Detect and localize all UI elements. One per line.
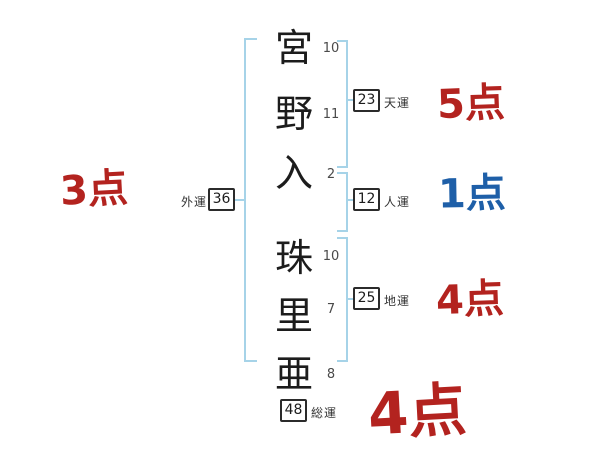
- score-person-luck: 1点: [437, 170, 507, 218]
- stroke-count: 2: [326, 167, 336, 182]
- score-total-luck: 4点: [366, 375, 469, 449]
- person-bracket-line: [346, 172, 348, 232]
- earth-bracket-connector: [346, 298, 353, 300]
- person-luck-value-box: 12: [353, 188, 380, 211]
- outer-luck-label: 外運: [181, 195, 208, 209]
- earth-bracket-tick-top: [337, 237, 348, 239]
- total-luck-value-box: 48: [280, 399, 307, 422]
- earth-bracket-tick-bottom: [337, 360, 348, 362]
- person-luck-label: 人運: [384, 195, 411, 209]
- person-bracket-tick-bottom: [337, 230, 348, 232]
- stroke-count: 8: [326, 367, 336, 382]
- stroke-count: 10: [322, 249, 340, 264]
- name-char: 亜: [274, 352, 313, 396]
- score-earth-luck: 4点: [435, 275, 505, 325]
- heaven-bracket-tick-top: [337, 40, 348, 42]
- name-char: 宮: [274, 26, 313, 70]
- stroke-count: 7: [326, 302, 336, 317]
- name-char: 入: [274, 151, 313, 195]
- name-char: 里: [274, 294, 313, 338]
- outer-bracket-connector: [235, 199, 244, 201]
- outer-bracket-tick-top: [244, 38, 257, 40]
- heaven-bracket-tick-bottom: [337, 166, 348, 168]
- earth-luck-label: 地運: [384, 294, 411, 308]
- earth-luck-value-box: 25: [353, 287, 380, 310]
- name-char: 野: [274, 92, 313, 136]
- person-bracket-tick-top: [337, 172, 348, 174]
- total-luck-label: 総運: [311, 406, 338, 420]
- name-char: 珠: [274, 236, 313, 280]
- score-heaven-luck: 5点: [436, 79, 506, 129]
- stroke-count: 10: [322, 41, 340, 56]
- outer-bracket-tick-bottom: [244, 360, 257, 362]
- heaven-bracket-connector: [346, 99, 353, 101]
- person-bracket-connector: [346, 199, 353, 201]
- stroke-count: 11: [322, 107, 340, 122]
- heaven-luck-value-box: 23: [353, 89, 380, 112]
- outer-bracket-line: [244, 38, 246, 362]
- outer-luck-value-box: 36: [208, 188, 235, 211]
- heaven-luck-label: 天運: [384, 96, 411, 110]
- heaven-bracket-line: [346, 40, 348, 168]
- score-outer-luck: 3点: [58, 165, 130, 215]
